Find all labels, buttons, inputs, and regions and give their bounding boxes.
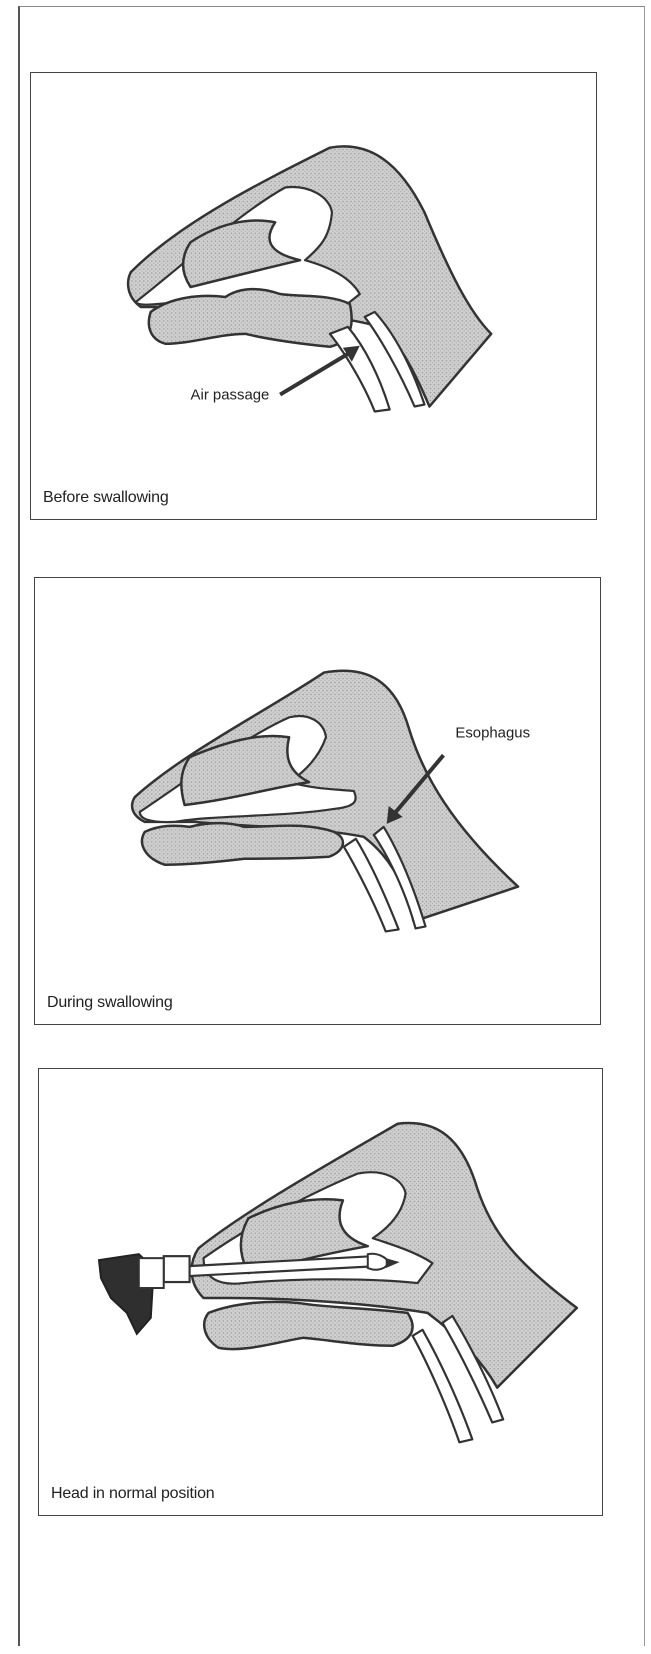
air-passage-label: Air passage [191, 387, 270, 404]
panel-head-normal-position: Head in normal position [38, 1068, 603, 1516]
diagram-before-swallowing: Air passage [31, 73, 596, 519]
diagram-during-swallowing: Esophagus [35, 578, 600, 1024]
tongue [142, 823, 343, 865]
air-passage-arrow [280, 350, 355, 395]
esophagus-label: Esophagus [455, 724, 530, 741]
caption-head-normal-position: Head in normal position [51, 1485, 215, 1503]
tube-connector [164, 1256, 190, 1282]
tongue [204, 1302, 412, 1349]
caption-before-swallowing: Before swallowing [43, 489, 169, 507]
caption-during-swallowing: During swallowing [47, 994, 173, 1012]
laryngoscope-hinge [139, 1258, 164, 1288]
panel-during-swallowing: Esophagus During swallowing [34, 577, 601, 1025]
panel-before-swallowing: Air passage Before swallowing [30, 72, 597, 520]
diagram-head-normal-position [39, 1069, 602, 1515]
